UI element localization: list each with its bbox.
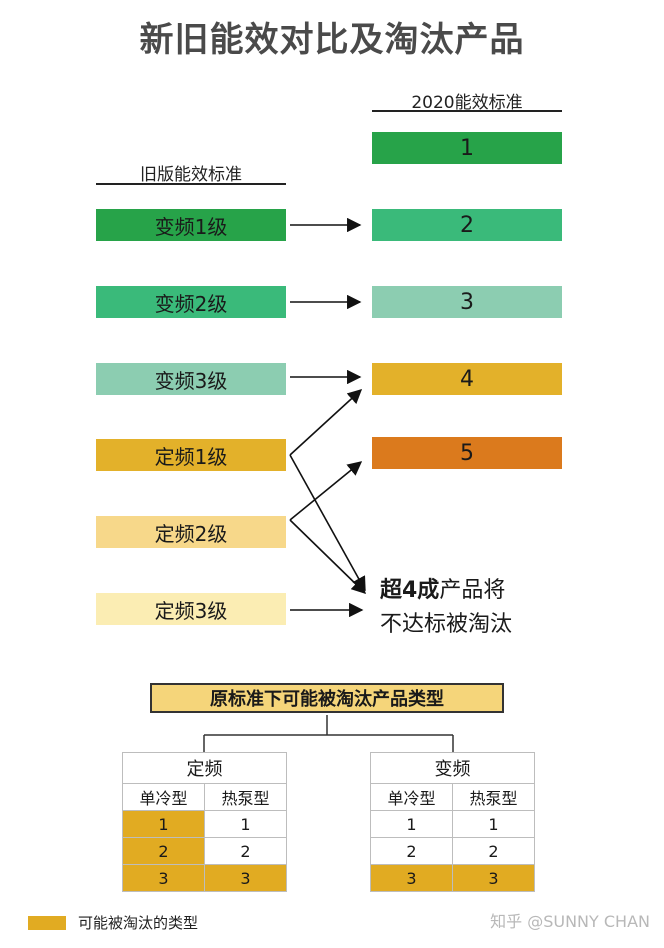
table-column-header: 单冷型 <box>122 783 205 811</box>
arrow-fix1-to-4 <box>289 389 363 456</box>
table-group-title: 定频 <box>122 752 287 784</box>
new-level-3: 3 <box>372 286 562 318</box>
watermark: 知乎 @SUNNY CHAN <box>490 912 650 931</box>
arrow-fix2-to-elim <box>289 519 367 595</box>
old-level-fixed-2: 定频2级 <box>96 516 286 548</box>
table-row: 1 1 <box>122 810 287 838</box>
table-cell: 3 <box>122 864 205 892</box>
old-level-fixed-1: 定频1级 <box>96 439 286 471</box>
table-cell: 2 <box>204 837 287 865</box>
table-row: 3 3 <box>370 864 535 892</box>
old-level-inverter-3: 变频3级 <box>96 363 286 395</box>
table-cell: 2 <box>370 837 453 865</box>
table-cell: 3 <box>204 864 287 892</box>
table-row: 2 2 <box>122 837 287 865</box>
eliminated-note: 超4成产品将 不达标被淘汰 <box>380 574 512 642</box>
old-level-fixed-3: 定频3级 <box>96 593 286 625</box>
old-level-inverter-1: 变频1级 <box>96 209 286 241</box>
new-standard-header: 2020能效标准 <box>411 93 523 113</box>
eliminated-rest: 产品将 <box>439 578 506 603</box>
old-level-inverter-2: 变频2级 <box>96 286 286 318</box>
table-cell: 1 <box>370 810 453 838</box>
old-standard-header: 旧版能效标准 <box>140 165 242 185</box>
table-column-header: 单冷型 <box>370 783 453 811</box>
page-title: 新旧能效对比及淘汰产品 <box>139 20 525 60</box>
table-cell: 2 <box>122 837 205 865</box>
new-level-2: 2 <box>372 209 562 241</box>
table-cell: 1 <box>452 810 535 838</box>
table-column-header: 热泵型 <box>452 783 535 811</box>
table-row: 2 2 <box>370 837 535 865</box>
old-standard-underline <box>96 183 286 185</box>
eliminated-strong: 超4成 <box>380 578 440 603</box>
eliminated-line2: 不达标被淘汰 <box>380 612 513 637</box>
arrow-fix2-to-5 <box>289 461 363 521</box>
table-inverter: 变频 单冷型 热泵型 1 1 2 2 3 3 <box>370 752 535 892</box>
new-level-1: 1 <box>372 132 562 164</box>
table-group-title: 变频 <box>370 752 535 784</box>
table-fixed-frequency: 定频 单冷型 热泵型 1 1 2 2 3 3 <box>122 752 287 892</box>
legend-swatch <box>28 916 66 930</box>
table-cell: 1 <box>122 810 205 838</box>
table-row: 1 1 <box>370 810 535 838</box>
table-cell: 3 <box>452 864 535 892</box>
table-cell: 2 <box>452 837 535 865</box>
new-level-5: 5 <box>372 437 562 469</box>
legend-label: 可能被淘汰的类型 <box>78 914 199 932</box>
table-column-header: 热泵型 <box>204 783 287 811</box>
new-level-4: 4 <box>372 363 562 395</box>
new-standard-underline <box>372 110 562 112</box>
table-cell: 1 <box>204 810 287 838</box>
table-row: 3 3 <box>122 864 287 892</box>
arrow-fix1-to-elim <box>289 454 366 592</box>
category-title: 原标准下可能被淘汰产品类型 <box>150 683 504 713</box>
table-cell: 3 <box>370 864 453 892</box>
